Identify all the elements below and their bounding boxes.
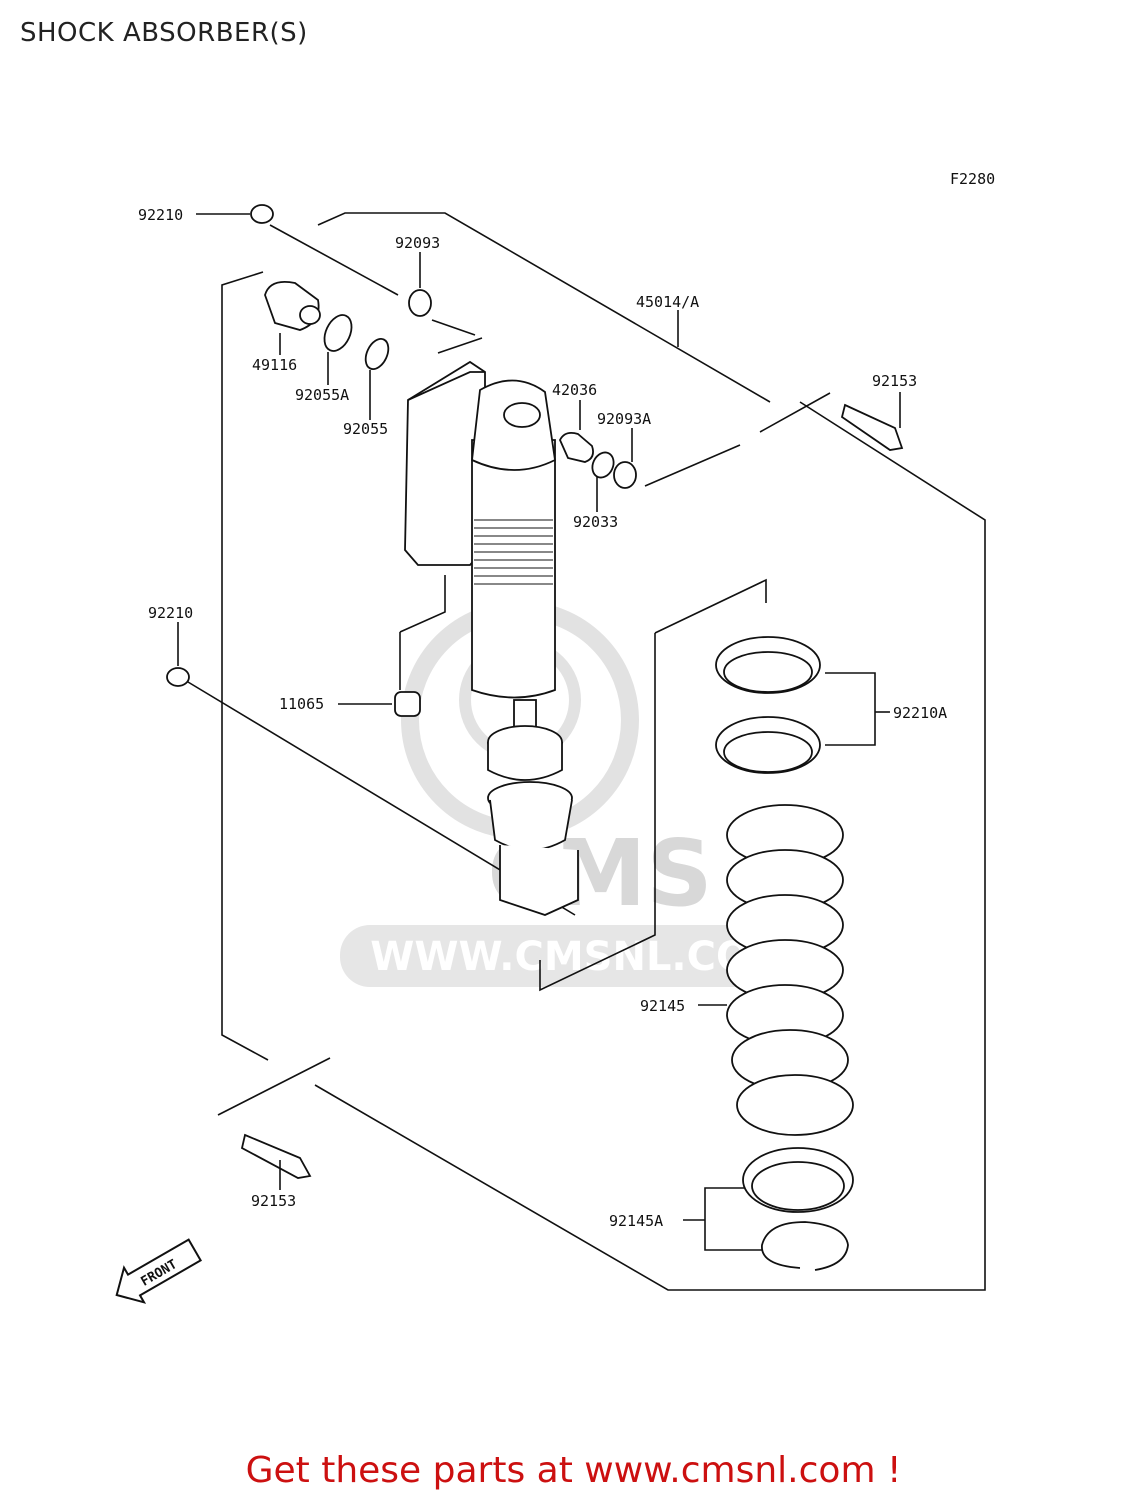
o-ring — [364, 337, 390, 371]
part-label-92210-top[interactable]: 92210 — [138, 206, 183, 224]
spring — [726, 804, 854, 1136]
leader-top-bolt — [644, 444, 741, 487]
part-label-92153-bottom[interactable]: 92153 — [251, 1192, 296, 1210]
seal-a-part — [613, 461, 637, 489]
bushing-top-part — [250, 204, 274, 224]
shock-body — [471, 379, 579, 916]
label-leaders — [177, 213, 901, 1251]
part-label-92033[interactable]: 92033 — [573, 513, 618, 531]
figure-code: F2280 — [950, 170, 995, 188]
leader-top-bushing — [269, 224, 399, 296]
part-label-45014a[interactable]: 45014/A — [636, 293, 699, 311]
cap-part — [394, 691, 421, 717]
pillow-ball — [264, 280, 321, 331]
part-label-92093[interactable]: 92093 — [395, 234, 440, 252]
collar-part — [559, 431, 594, 463]
part-label-92055a[interactable]: 92055A — [295, 386, 349, 404]
nut-rings — [715, 636, 821, 774]
part-label-92145[interactable]: 92145 — [640, 997, 685, 1015]
part-label-92210-bottom[interactable]: 92210 — [148, 604, 193, 622]
seal-top-part — [408, 289, 432, 317]
bushing-bottom-part — [166, 667, 190, 687]
part-label-11065[interactable]: 11065 — [279, 695, 324, 713]
bolt-top-part — [840, 403, 904, 451]
page-title: SHOCK ABSORBER(S) — [20, 18, 308, 48]
part-label-42036[interactable]: 42036 — [552, 381, 597, 399]
bolt-bottom-part — [240, 1133, 312, 1179]
part-label-92210a[interactable]: 92210A — [893, 704, 947, 722]
part-label-49116[interactable]: 49116 — [252, 356, 297, 374]
part-label-92055[interactable]: 92055 — [343, 420, 388, 438]
leader-top-bolt-2 — [759, 392, 831, 433]
part-label-92145a[interactable]: 92145A — [609, 1212, 663, 1230]
spring-guides — [742, 1147, 854, 1271]
part-label-92093a[interactable]: 92093A — [597, 410, 651, 428]
o-ring-a — [323, 314, 353, 352]
front-arrow-icon: FRONT — [115, 1238, 203, 1304]
watermark-text: WWW.CMSNL.COM — [370, 934, 790, 980]
footer-cta-link[interactable]: Get these parts at www.cmsnl.com ! — [245, 1450, 902, 1491]
part-label-92153-top[interactable]: 92153 — [872, 372, 917, 390]
assembly-outline — [217, 212, 986, 1291]
leader-seal — [431, 319, 476, 336]
